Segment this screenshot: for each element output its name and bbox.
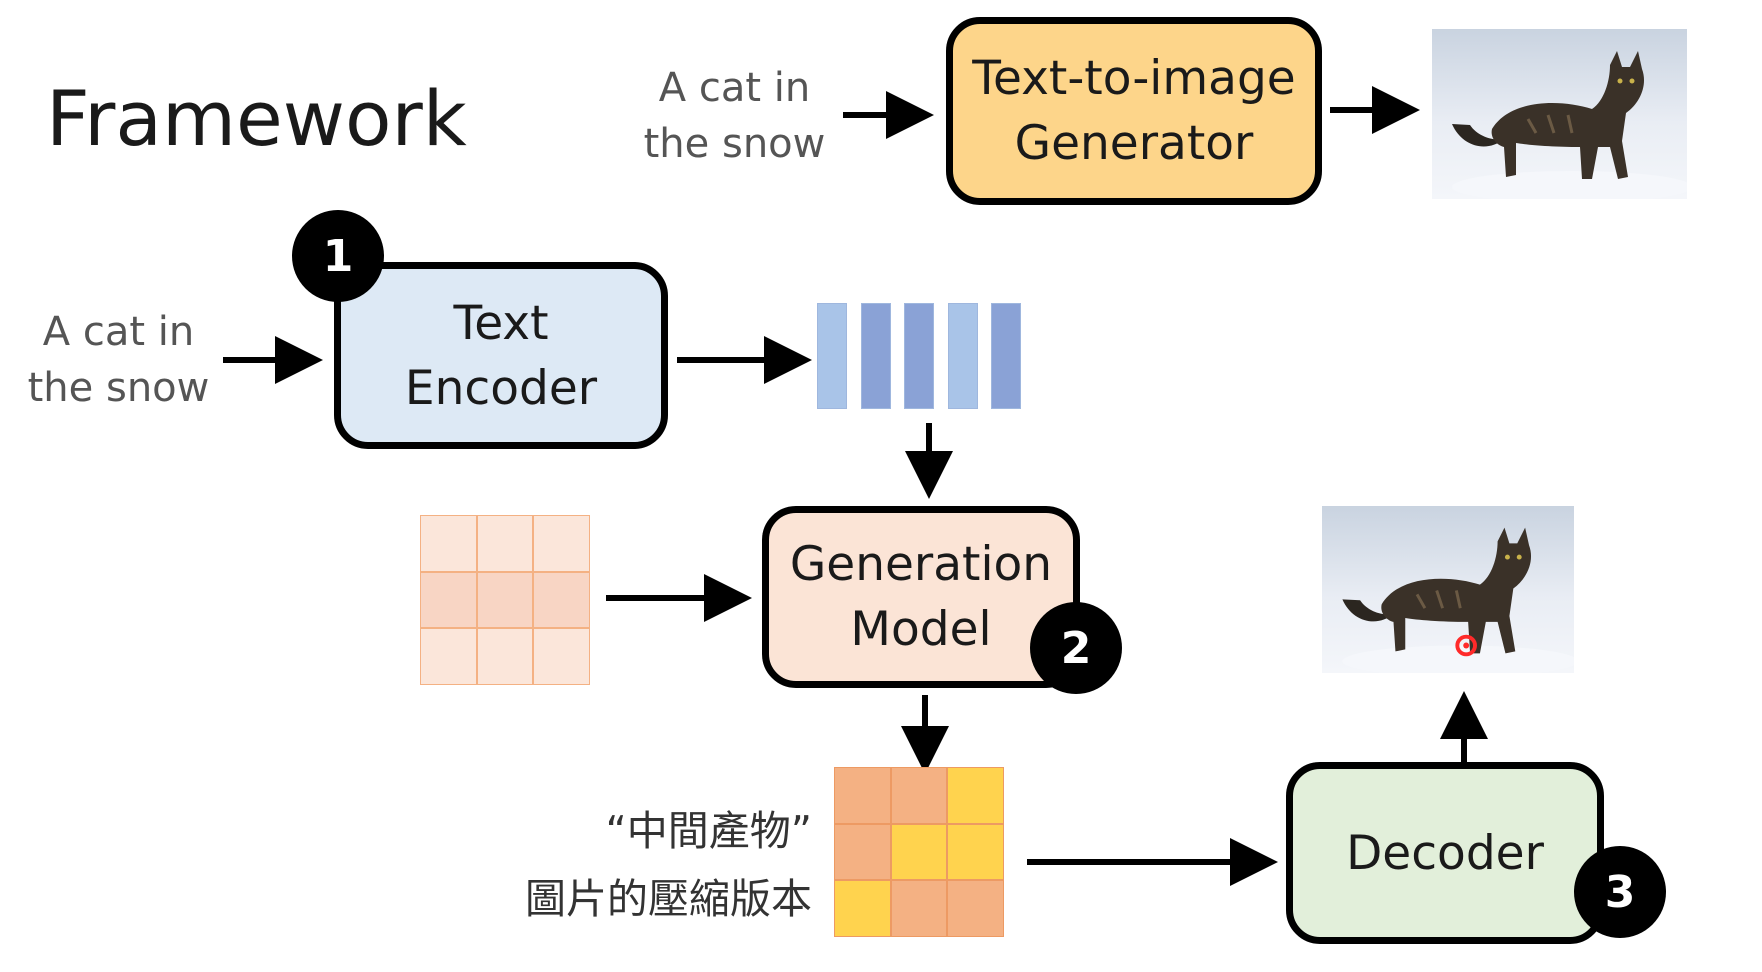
latent-grid-cell bbox=[834, 823, 891, 881]
step-badge-1: 1 bbox=[292, 210, 384, 302]
latent-grid-cell bbox=[890, 823, 948, 881]
model-label-line1: Generation bbox=[789, 537, 1053, 592]
decoder-box: Decoder bbox=[1286, 762, 1604, 944]
noise-grid-cell bbox=[420, 571, 477, 629]
step-badge-3: 3 bbox=[1574, 846, 1666, 938]
latent-grid-cell bbox=[834, 767, 891, 824]
model-label-line2: Model bbox=[850, 602, 992, 657]
latent-grid-cell bbox=[947, 880, 1004, 937]
noise-grid-cell bbox=[476, 571, 534, 629]
noise-grid-cell bbox=[533, 515, 590, 572]
decoder-label: Decoder bbox=[1346, 825, 1544, 881]
generation-model-box: Generation Model bbox=[762, 506, 1080, 688]
latent-label-line2: 圖片的壓縮版本 bbox=[525, 875, 812, 923]
cat-illustration-2 bbox=[1342, 527, 1574, 673]
highlight-marker bbox=[1455, 634, 1477, 657]
top-input-line2: the snow bbox=[643, 121, 826, 167]
text-embedding bbox=[817, 303, 1021, 409]
step-badge-2: 2 bbox=[1030, 602, 1122, 694]
encoder-input-line1: A cat in bbox=[42, 309, 195, 355]
encoder-label-line1: Text bbox=[453, 295, 549, 351]
latent-grid-cell bbox=[890, 880, 948, 937]
encoder-input-text: A cat in the snow bbox=[22, 304, 215, 416]
embedding-bar bbox=[817, 303, 847, 409]
text-to-image-generator-box: Text-to-image Generator bbox=[946, 17, 1322, 205]
text-encoder-box: Text Encoder bbox=[334, 262, 668, 449]
generated-cat-image bbox=[1432, 29, 1687, 199]
noise-grid-cell bbox=[533, 628, 590, 685]
generator-label-line1: Text-to-image bbox=[972, 51, 1296, 106]
top-input-text: A cat in the snow bbox=[632, 60, 837, 172]
latent-label: “中間產物” 圖片的壓縮版本 bbox=[430, 797, 812, 933]
decoded-cat-image bbox=[1322, 506, 1574, 673]
noise-grid-cell bbox=[476, 628, 534, 685]
embedding-bar bbox=[947, 303, 978, 409]
latent-grid-cell bbox=[834, 880, 891, 937]
embedding-bar bbox=[860, 303, 891, 409]
latent-grid-cell bbox=[947, 823, 1004, 881]
embedding-bar bbox=[904, 303, 934, 409]
noise-grid-cell bbox=[420, 628, 477, 685]
embedding-bar bbox=[991, 303, 1021, 409]
latent-grid bbox=[834, 767, 1004, 937]
noise-grid bbox=[420, 515, 590, 685]
noise-grid-cell bbox=[420, 515, 477, 572]
latent-label-line1: “中間產物” bbox=[605, 807, 812, 855]
top-input-line1: A cat in bbox=[658, 65, 811, 111]
slide-title: Framework bbox=[46, 74, 467, 163]
latent-grid-cell bbox=[947, 767, 1004, 824]
noise-grid-cell bbox=[533, 571, 590, 629]
generator-label-line2: Generator bbox=[1014, 116, 1254, 171]
encoder-label-line2: Encoder bbox=[404, 360, 598, 416]
latent-grid-cell bbox=[890, 767, 948, 824]
encoder-input-line2: the snow bbox=[27, 365, 210, 411]
noise-grid-cell bbox=[476, 515, 534, 572]
cat-illustration bbox=[1452, 51, 1687, 199]
